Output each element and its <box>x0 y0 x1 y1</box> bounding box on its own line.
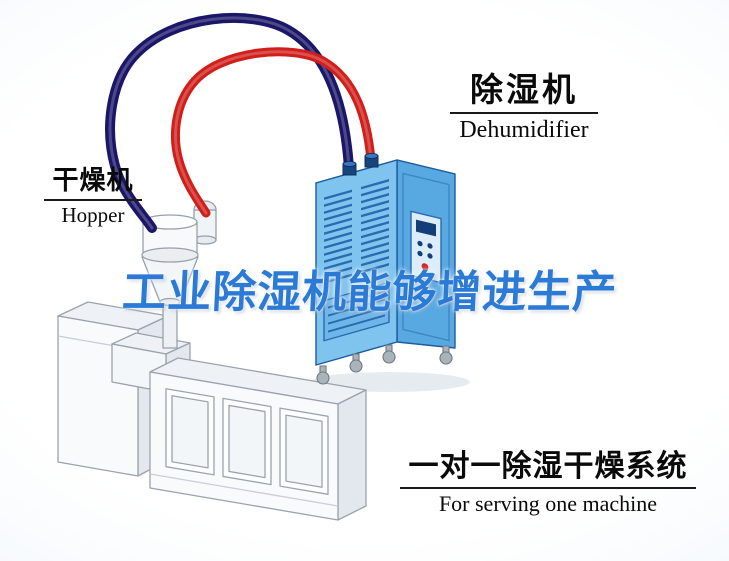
extruder-door-panels <box>150 388 338 507</box>
hopper-assembly <box>141 200 217 349</box>
dehumidifier-label-cn: 除湿机 <box>470 71 578 108</box>
dehumidifier-label-en: Dehumidifier <box>459 117 589 144</box>
hopper-label-cn: 干燥机 <box>52 165 134 195</box>
front-vents <box>323 179 390 342</box>
control-button <box>427 243 433 249</box>
return-hose-blue <box>105 12 354 233</box>
caster-wheels <box>316 344 453 385</box>
control-button <box>427 253 433 259</box>
hose-connectors <box>342 152 379 176</box>
control-button <box>417 250 423 257</box>
return-hose-blue-sheen <box>108 16 351 230</box>
hopper-label-rule <box>44 198 142 201</box>
system-label-cn: 一对一除湿干燥系统 <box>408 450 688 483</box>
dehumidifier-label: 除湿机 Dehumidifier <box>450 71 598 144</box>
dehumidifier-machine <box>315 159 456 385</box>
hopper-label-en: Hopper <box>61 202 125 227</box>
headline-text: 工业除湿机能够增进生产 <box>120 268 619 317</box>
hopper-label: 干燥机 Hopper <box>44 166 142 227</box>
supply-hose-red <box>170 47 376 218</box>
extruder-machine <box>57 301 367 521</box>
dehumidifier-label-rule <box>450 112 598 115</box>
control-button <box>417 240 423 247</box>
power-button <box>421 263 429 271</box>
supply-hose-red-sheen <box>173 50 373 215</box>
system-label-rule <box>400 487 696 489</box>
system-label-en: For serving one machine <box>438 491 658 516</box>
system-label: 一对一除湿干燥系统 For serving one machine <box>400 450 696 516</box>
side-control-panel <box>402 172 450 342</box>
control-display <box>416 219 436 237</box>
